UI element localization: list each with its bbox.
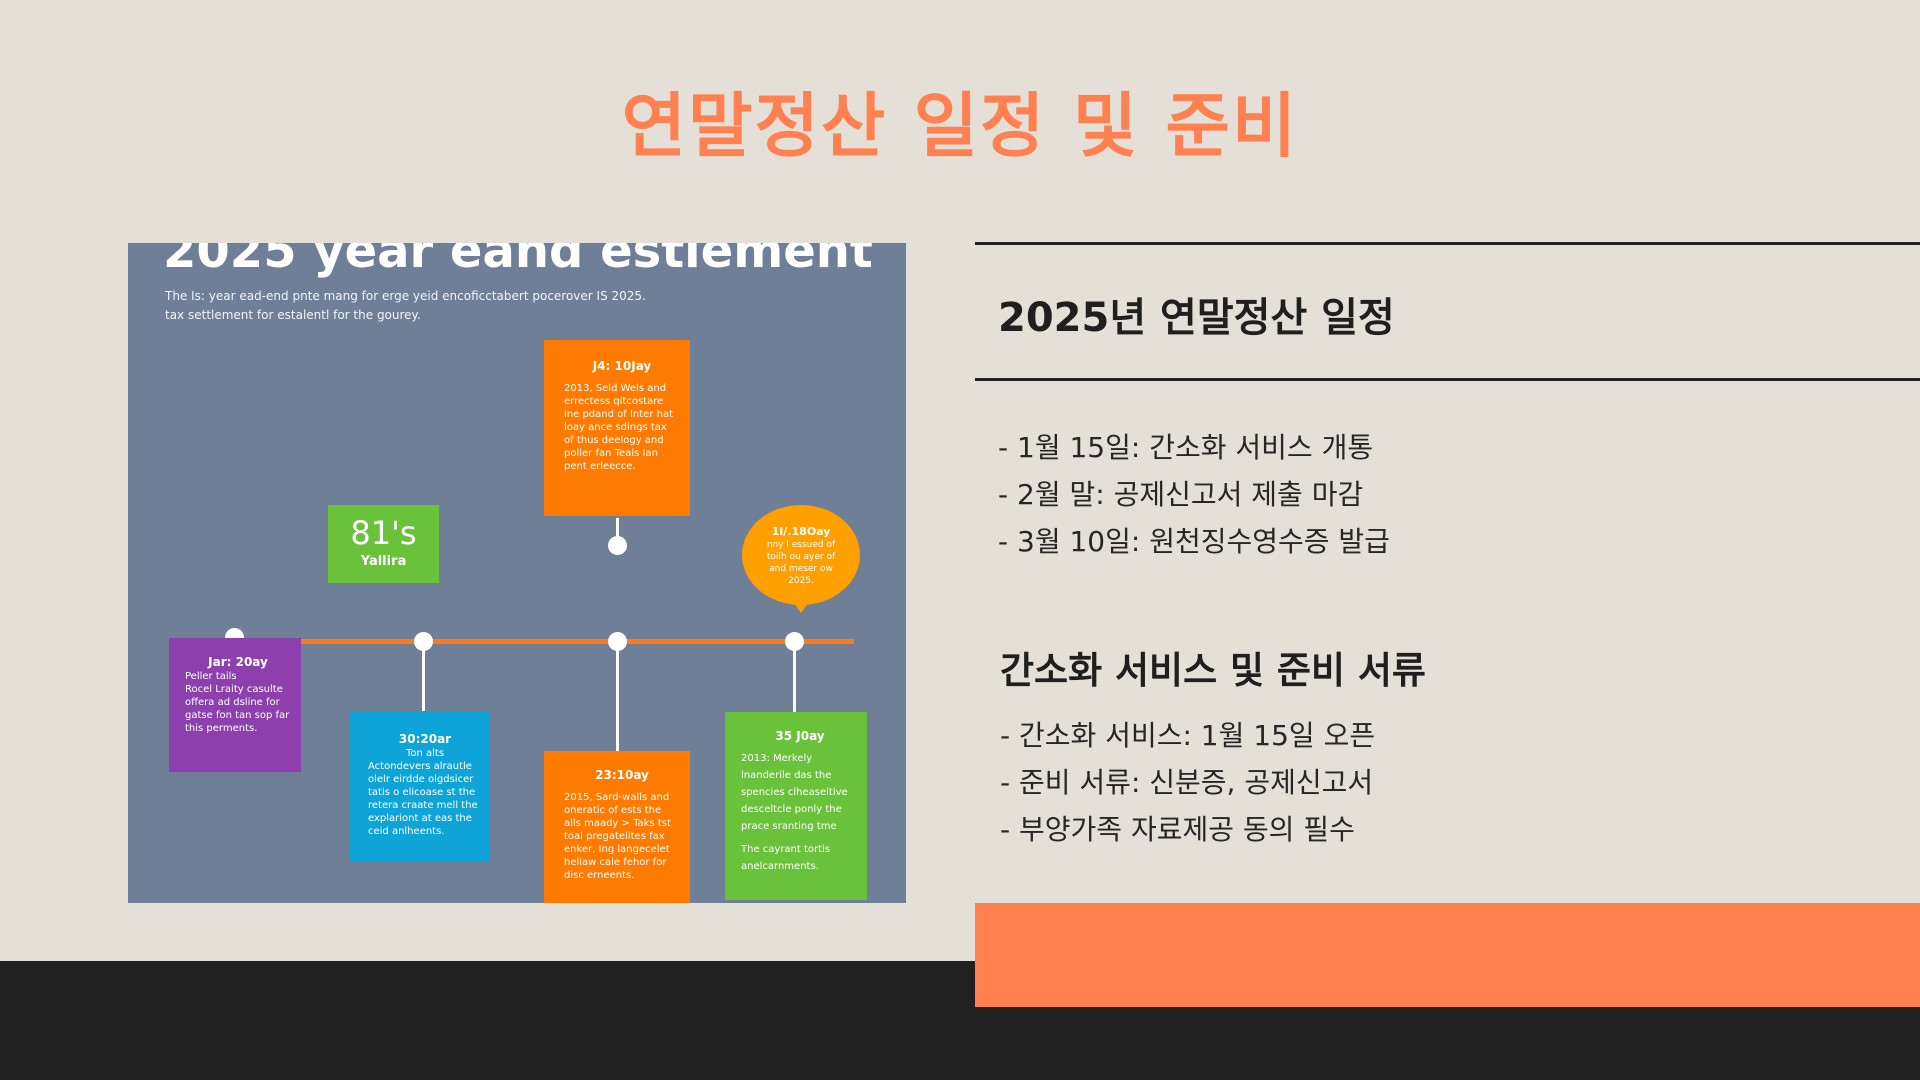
bubble-body: nny l essued of toilh ou ayer of and mes… — [754, 539, 848, 587]
orange-accent-block — [975, 903, 1920, 1007]
stat-box: 81's Yallira — [328, 505, 439, 583]
timeline-dot — [785, 632, 804, 651]
slide-title: 연말정산 일정 및 준비 — [621, 85, 1299, 167]
card-line: tatis o elicoase st the — [368, 787, 476, 798]
card-line: errectess qitcostare — [564, 396, 664, 407]
card-line: offera ad dsline for — [185, 697, 280, 708]
card-line: poller fan Teals Ian — [564, 448, 658, 459]
card-line: retera craate mell the — [368, 800, 478, 811]
timeline-card: 23:10ay 2015, Sard-walls and oneratic of… — [544, 751, 690, 903]
timeline-card: Jar: 20ay Peller tails Rocel Lraity casu… — [169, 638, 301, 772]
card-line: explariont at eas the — [368, 813, 472, 824]
card-line: desceltcle ponly the — [741, 804, 842, 815]
schedule-item: - 2월 말: 공제신고서 제출 마감 — [998, 478, 1364, 511]
card-line: ine pdand of Inter hat — [564, 409, 673, 420]
bubble-line: 2025. — [788, 576, 814, 586]
card-line: anelcarnments. — [741, 861, 819, 872]
card-line: disc erneents. — [564, 870, 635, 881]
schedule-item: - 1월 15일: 간소화 서비스 개통 — [998, 431, 1374, 464]
card-body: 2015, Sard-walls and oneratic of ests th… — [564, 791, 680, 882]
stat-label: Yallira — [360, 554, 407, 569]
card-line: Actondevers alrautle — [368, 761, 472, 772]
timeline-card: J4: 10Jay 2013, Seld Wels and errectess … — [544, 340, 690, 516]
card-line: lnanderile das the — [741, 770, 832, 781]
timeline-stem — [793, 648, 796, 719]
schedule-list: - 1월 15일: 간소화 서비스 개통 - 2월 말: 공제신고서 제출 마감… — [998, 424, 1390, 565]
stat-value: 81's — [350, 514, 417, 552]
divider-middle — [975, 378, 1920, 381]
infographic-title: 2025 year eand estlement — [163, 243, 873, 279]
timeline-dot — [608, 632, 627, 651]
card-body: Ton alts Actondevers alrautle olelr eird… — [368, 747, 482, 838]
bubble-line: and meser ow — [769, 564, 833, 574]
infographic-subtitle: The Is: year ead-end pnte mang for erge … — [165, 287, 685, 325]
card-line: loay ance sdings tax — [564, 422, 667, 433]
card-line: prace sranting tme — [741, 821, 837, 832]
documents-item: - 간소화 서비스: 1월 15일 오픈 — [1000, 719, 1376, 752]
card-title: 23:10ay — [595, 768, 649, 782]
card-title: J4: 10Jay — [592, 359, 652, 373]
card-body: 2013: Merkely lnanderile das the spencie… — [741, 750, 859, 875]
card-line: Peller tails — [185, 671, 237, 682]
card-title: 35 J0ay — [775, 729, 825, 743]
documents-item: - 준비 서류: 신분증, 공제신고서 — [1000, 766, 1374, 799]
infographic-image: 2025 year eand estlement The Is: year ea… — [128, 243, 906, 903]
card-line: spencies clheaseltive — [741, 787, 848, 798]
bubble-line: toilh ou ayer of — [766, 552, 836, 562]
card-line: alls maady > Taks tst — [564, 818, 671, 829]
card-title: Jar: 20ay — [208, 655, 268, 669]
card-line: oneratic of ests the — [564, 805, 662, 816]
card-line: enker, Ing langecelet — [564, 844, 670, 855]
card-line: pent erleecce. — [564, 461, 636, 472]
divider-top — [975, 242, 1920, 245]
card-line: this perments. — [185, 723, 258, 734]
documents-item: - 부양가족 자료제공 동의 필수 — [1000, 813, 1355, 846]
infographic-subtitle-line: The Is: year ead-end pnte mang for erge … — [165, 289, 646, 303]
timeline-card: 35 J0ay 2013: Merkely lnanderile das the… — [725, 712, 867, 900]
timeline-dot — [414, 632, 433, 651]
schedule-item: - 3월 10일: 원천징수영수증 발급 — [998, 525, 1390, 558]
infographic-subtitle-line: tax settlement for estalentl for the gou… — [165, 308, 421, 322]
card-line: gatse fon tan sop far — [185, 710, 290, 721]
schedule-heading: 2025년 연말정산 일정 — [998, 295, 1395, 341]
card-line: The cayrant tortis — [741, 844, 831, 855]
card-line: 2015, Sard-walls and — [564, 792, 670, 803]
card-body: Peller tails Rocel Lraity casulte offera… — [185, 670, 291, 735]
timeline-stem — [616, 648, 619, 753]
documents-heading: 간소화 서비스 및 준비 서류 — [1000, 649, 1426, 692]
callout-bubble: 1I/.18Oay nny l essued of toilh ou ayer … — [742, 505, 860, 613]
card-line: Rocel Lraity casulte — [185, 684, 283, 695]
timeline-line — [268, 639, 854, 644]
bubble-line: nny l essued of — [766, 540, 836, 550]
card-line: Ton alts — [405, 748, 445, 759]
card-line: olelr eirdde olgdsicer — [368, 774, 474, 785]
timeline-stem — [422, 648, 425, 715]
card-title: 30:20ar — [398, 732, 452, 746]
card-line: 2013, Seld Wels and — [564, 383, 667, 394]
card-body: 2013, Seld Wels and errectess qitcostare… — [564, 382, 680, 473]
card-line: 2013: Merkely — [741, 753, 813, 764]
card-line: toal pregatelites fax — [564, 831, 665, 842]
bubble-title: 1I/.18Oay — [771, 525, 831, 538]
documents-list: - 간소화 서비스: 1월 15일 오픈 - 준비 서류: 신분증, 공제신고서… — [1000, 712, 1375, 853]
timeline-card: 30:20ar Ton alts Actondevers alrautle ol… — [350, 711, 490, 861]
timeline-dot — [608, 536, 627, 555]
card-line: heliaw cale fehor for — [564, 857, 667, 868]
card-line: of thus deelogy and — [564, 435, 664, 446]
timeline-stem — [616, 518, 619, 540]
card-line: ceid anlheents. — [368, 826, 445, 837]
